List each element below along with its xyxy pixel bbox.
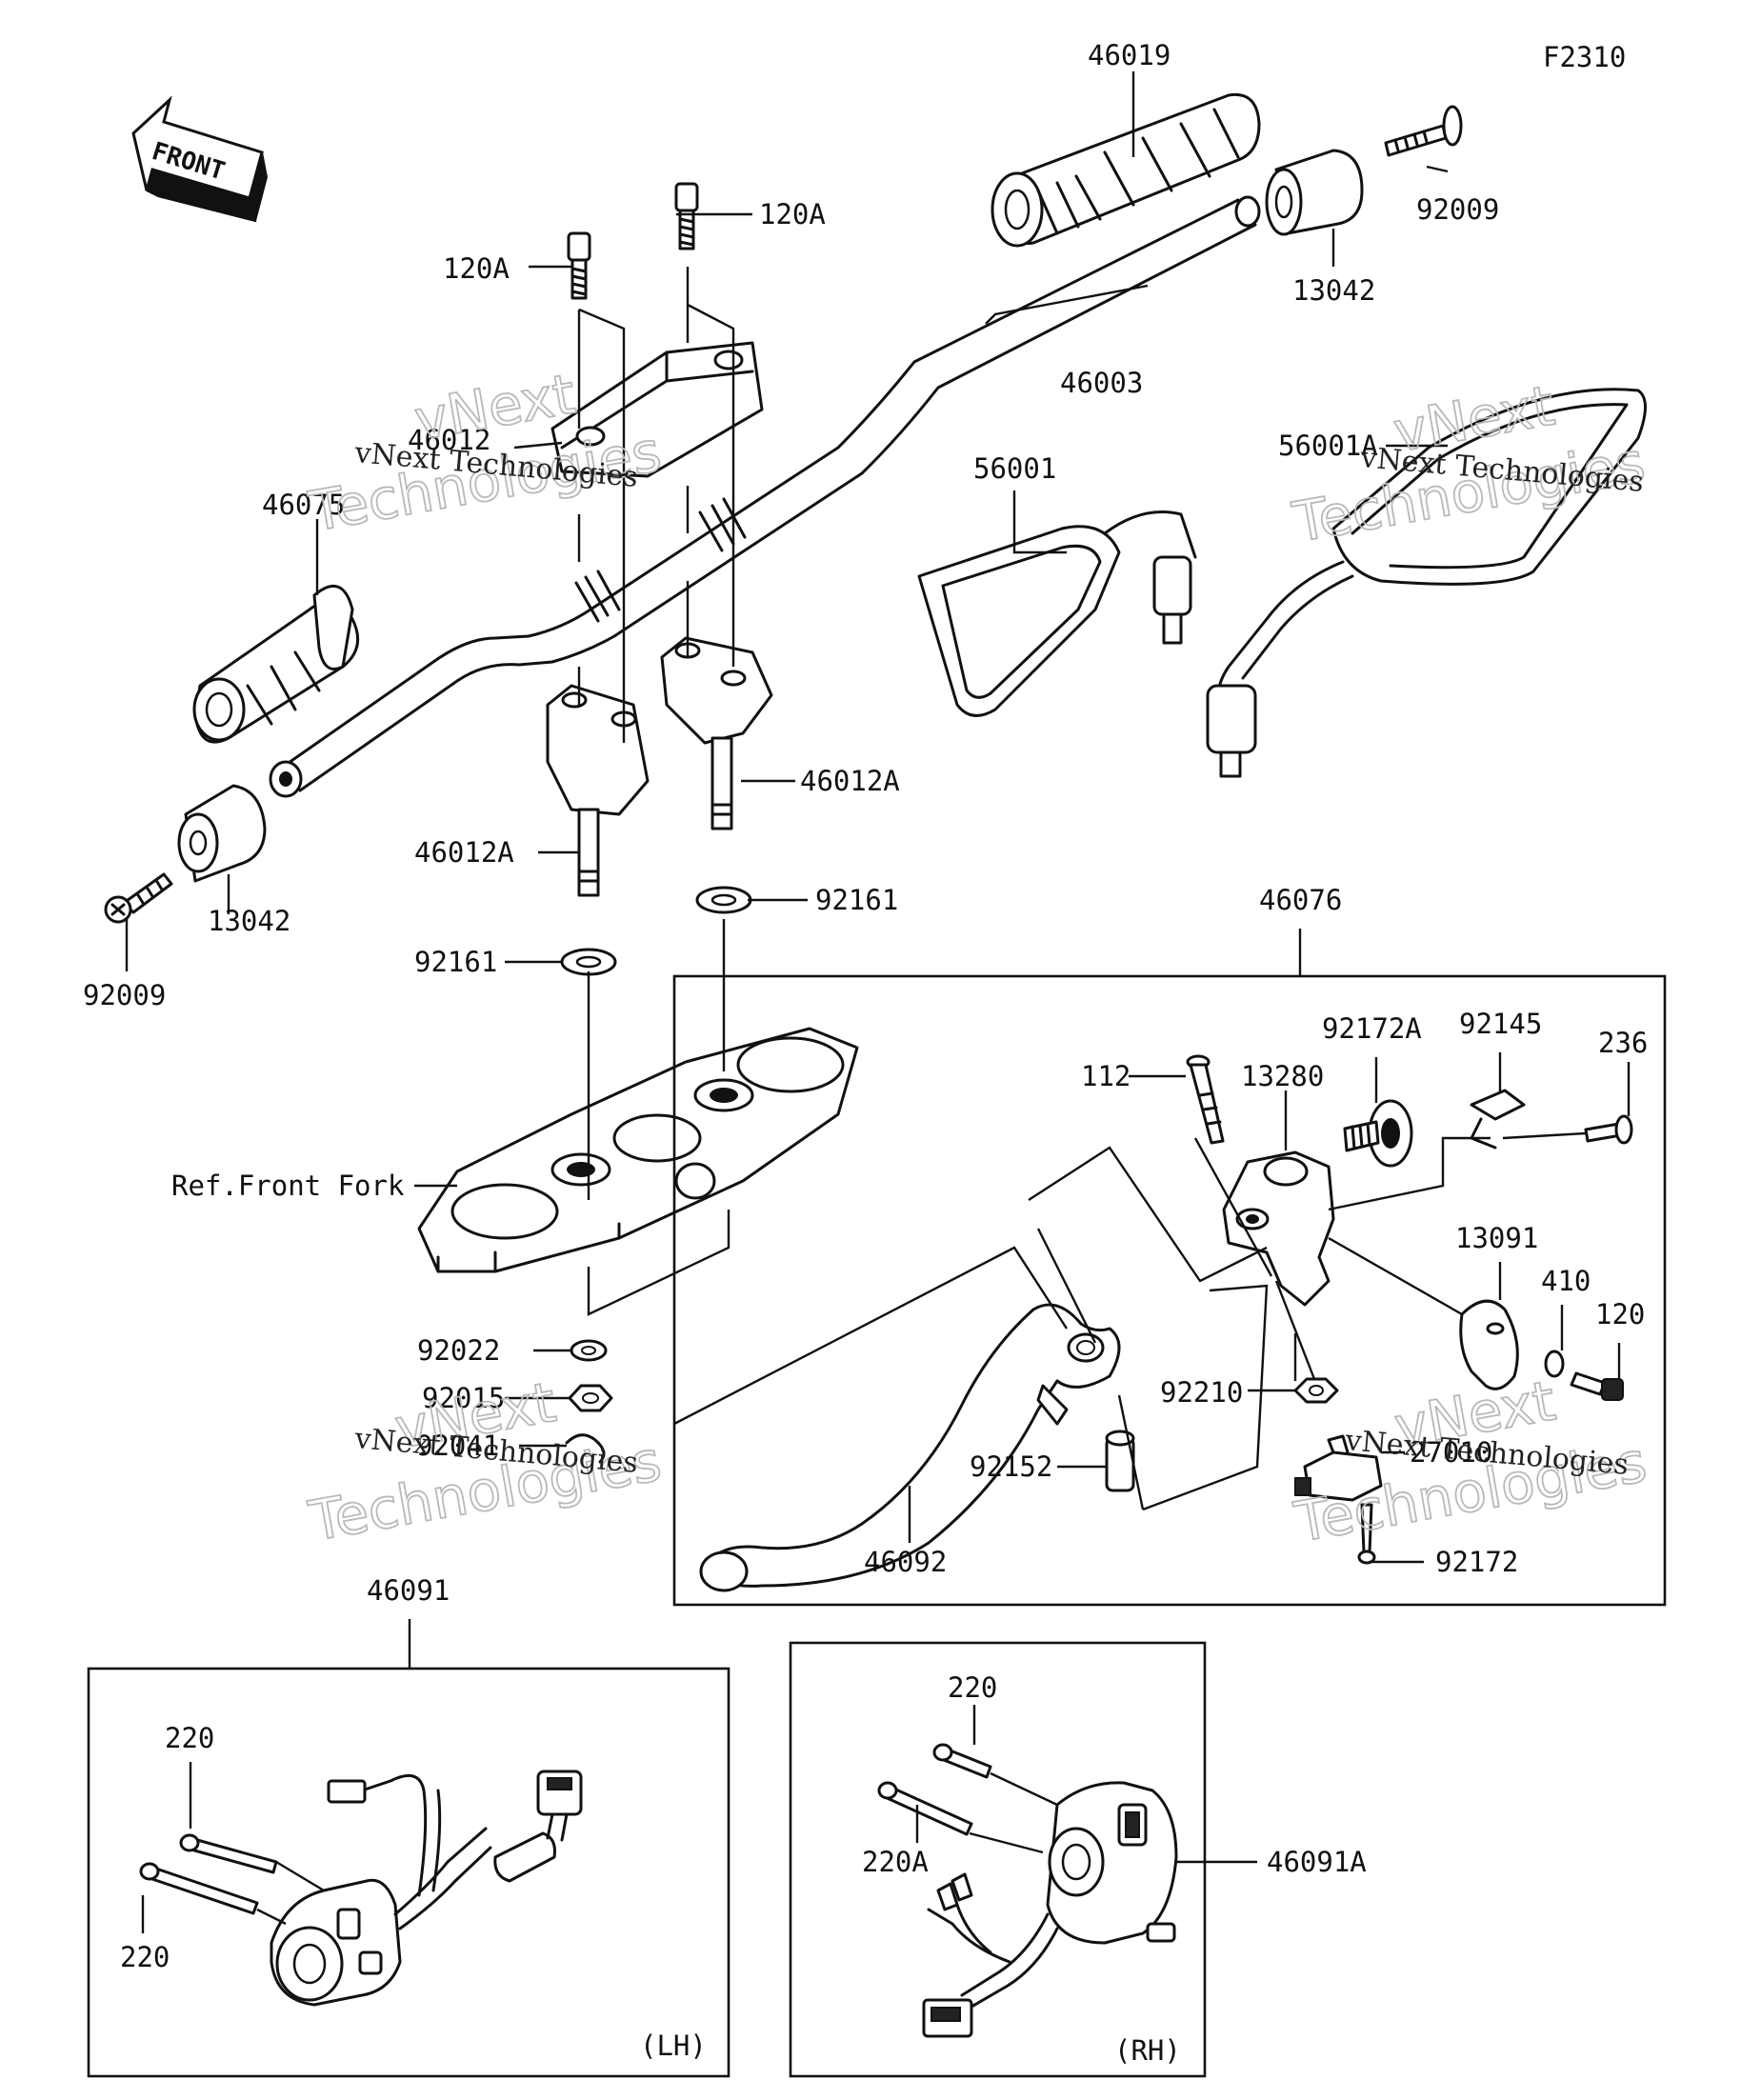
washer-92022 xyxy=(570,1339,608,1362)
holder-46012A-right xyxy=(660,636,773,830)
label-46075: 46075 xyxy=(262,489,345,521)
assembly-box-46091A-rh xyxy=(789,1641,1207,2078)
handlebar-46003 xyxy=(269,195,1261,798)
label-92161-left: 92161 xyxy=(414,946,497,978)
screw-220A-rh xyxy=(877,1781,973,1836)
label-ref-front-fork: Ref.Front Fork xyxy=(171,1170,405,1202)
label-46012A-left: 46012A xyxy=(414,836,514,869)
nut-92210 xyxy=(1293,1377,1339,1404)
label-92172: 92172 xyxy=(1435,1546,1518,1578)
label-236: 236 xyxy=(1598,1027,1648,1059)
label-220-lh-top: 220 xyxy=(165,1722,214,1754)
screw-92009-left xyxy=(104,872,173,924)
label-92009-top: 92009 xyxy=(1416,193,1499,226)
label-92009-left: 92009 xyxy=(83,979,166,1011)
fork-top-bracket xyxy=(417,1027,859,1273)
lever-46092 xyxy=(699,1303,1121,1592)
label-46091: 46091 xyxy=(367,1574,450,1607)
mirror-56001 xyxy=(917,510,1197,717)
screw-220-rh xyxy=(932,1743,992,1779)
screw-92009-top xyxy=(1384,105,1463,157)
label-120: 120 xyxy=(1595,1298,1645,1330)
bolt-120A-right xyxy=(674,182,699,250)
label-rh: (RH) xyxy=(1114,2034,1181,2067)
bar-end-13042-left xyxy=(177,784,267,883)
label-92015: 92015 xyxy=(422,1382,505,1414)
label-112: 112 xyxy=(1081,1060,1131,1092)
switch-27010 xyxy=(1294,1434,1383,1502)
label-120A-right: 120A xyxy=(759,198,826,230)
label-56001: 56001 xyxy=(973,452,1056,485)
upper-clamp-46012 xyxy=(550,341,764,478)
label-120A-left: 120A xyxy=(443,252,510,285)
screw-220-lh-bottom xyxy=(139,1862,259,1915)
mirror-56001A xyxy=(1206,388,1647,778)
label-46091A: 46091A xyxy=(1267,1846,1367,1878)
label-13280: 13280 xyxy=(1241,1060,1324,1092)
holder-46012A-left xyxy=(546,684,650,897)
lever-bracket-13280 xyxy=(1222,1150,1335,1307)
adjuster-92172A xyxy=(1343,1099,1413,1168)
grip-46019 xyxy=(991,92,1261,248)
collar-92152 xyxy=(1105,1430,1135,1492)
label-13091: 13091 xyxy=(1455,1222,1538,1254)
label-56001A: 56001A xyxy=(1278,430,1378,462)
screw-220-lh-top xyxy=(179,1833,278,1874)
label-92152: 92152 xyxy=(970,1450,1052,1483)
label-46003: 46003 xyxy=(1060,367,1143,399)
label-46012A-right: 46012A xyxy=(800,765,900,797)
washer-92161-right xyxy=(695,886,752,914)
bar-end-13042-top xyxy=(1265,149,1364,236)
label-13042-top: 13042 xyxy=(1292,274,1375,307)
label-lh: (LH) xyxy=(640,2030,707,2062)
label-46076: 46076 xyxy=(1259,884,1342,916)
front-arrow-icon: FRONT xyxy=(131,95,269,223)
grip-46075 xyxy=(192,585,360,744)
label-92041: 92041 xyxy=(416,1430,499,1462)
label-220-lh-bottom: 220 xyxy=(120,1941,170,1973)
bolt-120 xyxy=(1570,1371,1624,1401)
bolt-112 xyxy=(1186,1054,1225,1145)
cover-13091 xyxy=(1459,1299,1519,1390)
assembly-box-46076 xyxy=(672,974,1667,1607)
part-labels: 46019 92009 13042 120A 120A 46003 46012 … xyxy=(83,39,1648,2067)
label-92172A: 92172A xyxy=(1322,1012,1422,1045)
label-46092: 46092 xyxy=(864,1546,947,1578)
label-46012: 46012 xyxy=(408,424,490,456)
label-92210: 92210 xyxy=(1160,1376,1243,1409)
bolt-120A-left xyxy=(567,231,591,300)
lh-switch-housing xyxy=(270,1770,583,2007)
screw-92172 xyxy=(1357,1503,1376,1565)
label-92161-right: 92161 xyxy=(815,884,898,916)
label-410: 410 xyxy=(1541,1265,1591,1297)
rh-switch-housing xyxy=(922,1781,1178,2038)
leader-lines xyxy=(125,71,1631,1933)
label-92022: 92022 xyxy=(417,1334,500,1367)
figure-code: F2310 xyxy=(1543,41,1626,73)
label-46019: 46019 xyxy=(1088,39,1171,71)
label-220-rh: 220 xyxy=(948,1671,997,1704)
label-92145: 92145 xyxy=(1459,1008,1542,1040)
label-27010: 27010 xyxy=(1410,1436,1492,1469)
washer-410 xyxy=(1544,1350,1565,1378)
label-13042-left: 13042 xyxy=(208,905,290,937)
clip-92041 xyxy=(565,1433,606,1464)
screw-236 xyxy=(1584,1114,1633,1145)
label-220A-rh: 220A xyxy=(862,1846,929,1878)
washer-92161-left xyxy=(560,948,617,976)
nut-92015 xyxy=(568,1384,613,1412)
